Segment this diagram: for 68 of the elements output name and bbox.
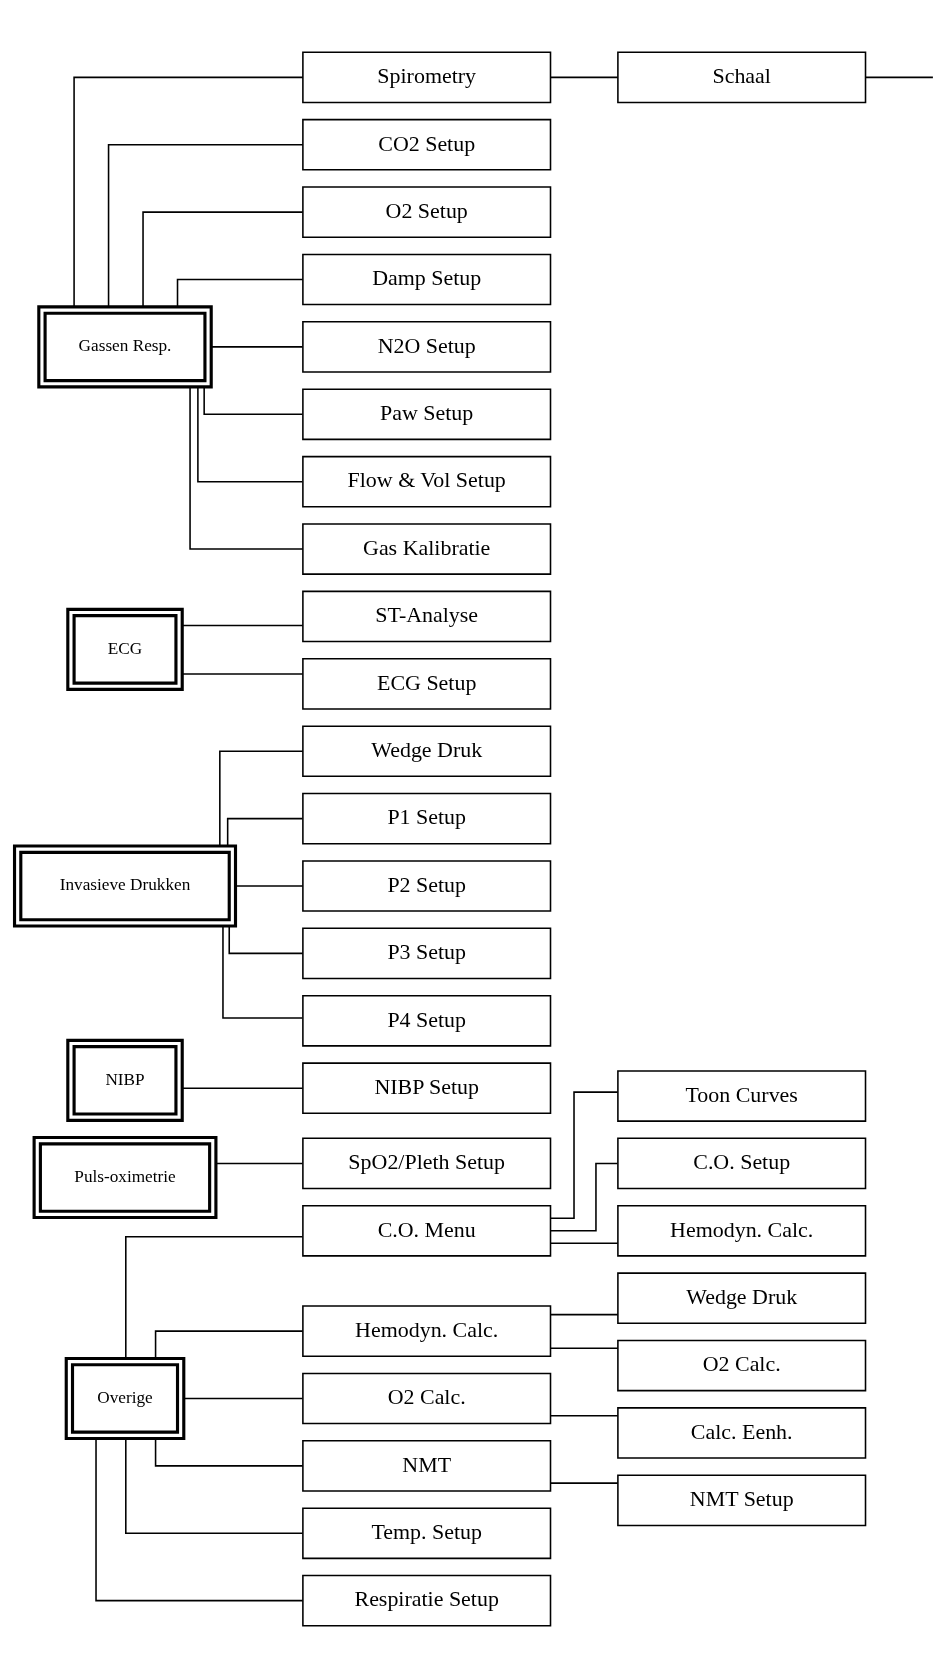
node-box: Hemodyn. Calc. bbox=[302, 1304, 552, 1357]
node-box: P2 Setup bbox=[302, 859, 552, 912]
node-box: P3 Setup bbox=[302, 927, 552, 979]
connector bbox=[549, 1313, 619, 1315]
node-box: Temp. Setup bbox=[302, 1506, 552, 1559]
connector bbox=[549, 76, 619, 78]
connector bbox=[865, 76, 934, 78]
connector bbox=[181, 1086, 304, 1089]
node-box: Puls-oximetrie bbox=[32, 1135, 218, 1219]
node-box: ECG Setup bbox=[302, 657, 552, 710]
node-box: N2O Setup bbox=[302, 320, 552, 373]
connector bbox=[219, 749, 304, 846]
connector bbox=[550, 1090, 619, 1219]
node-box: CO2 Setup bbox=[302, 118, 552, 171]
connector bbox=[226, 817, 304, 847]
node-box: NIBP bbox=[66, 1038, 184, 1122]
node-box: Overige bbox=[64, 1356, 186, 1440]
node-box: Wedge Druk bbox=[617, 1271, 867, 1324]
connector bbox=[228, 924, 304, 954]
connector bbox=[234, 884, 304, 887]
connector bbox=[197, 386, 304, 482]
node-box: ST-Analyse bbox=[302, 590, 552, 642]
node-box: Hemodyn. Calc. bbox=[617, 1204, 867, 1257]
connector bbox=[176, 278, 304, 308]
node-box: SpO2/Pleth Setup bbox=[302, 1137, 552, 1189]
node-box: Schaal bbox=[617, 51, 867, 103]
node-box: Gas Kalibratie bbox=[302, 522, 552, 575]
connector bbox=[154, 1329, 304, 1359]
connector bbox=[203, 385, 304, 415]
node-box: O2 Calc. bbox=[617, 1339, 867, 1391]
connector bbox=[549, 1481, 619, 1484]
connector bbox=[222, 925, 304, 1019]
connector bbox=[154, 1437, 304, 1467]
node-box: O2 Calc. bbox=[302, 1372, 552, 1424]
connector bbox=[549, 1242, 619, 1244]
connector bbox=[125, 1437, 304, 1534]
connector bbox=[125, 1235, 304, 1359]
connector bbox=[73, 76, 304, 307]
connector bbox=[549, 1347, 619, 1349]
node-box: C.O. Menu bbox=[302, 1204, 552, 1257]
node-box: C.O. Setup bbox=[617, 1137, 867, 1189]
connector bbox=[95, 1437, 304, 1601]
connector bbox=[181, 672, 304, 675]
node-box: NMT Setup bbox=[617, 1474, 867, 1526]
node-box: O2 Setup bbox=[302, 185, 552, 238]
node-box: Respiratie Setup bbox=[302, 1574, 552, 1626]
node-box: Invasieve Drukken bbox=[12, 844, 238, 928]
node-box: Calc. Eenh. bbox=[617, 1406, 867, 1459]
connector bbox=[142, 210, 304, 307]
node-box: Paw Setup bbox=[302, 387, 552, 440]
node-box: Wedge Druk bbox=[302, 724, 552, 777]
node-box: P1 Setup bbox=[302, 792, 552, 844]
connector bbox=[107, 143, 304, 307]
connector bbox=[189, 386, 304, 550]
node-box: ECG bbox=[66, 607, 184, 691]
connector bbox=[181, 624, 304, 626]
node-box: NIBP Setup bbox=[302, 1061, 552, 1114]
node-box: Toon Curves bbox=[617, 1069, 867, 1122]
connector bbox=[183, 1397, 304, 1399]
node-box: Gassen Resp. bbox=[37, 304, 213, 388]
connector bbox=[549, 1414, 619, 1416]
node-box: Flow & Vol Setup bbox=[302, 455, 552, 508]
node-box: P4 Setup bbox=[302, 994, 552, 1047]
node-box: NMT bbox=[302, 1439, 552, 1492]
node-box: Damp Setup bbox=[302, 253, 552, 305]
connector bbox=[215, 1162, 304, 1164]
node-box: Spirometry bbox=[302, 51, 552, 103]
connector bbox=[210, 345, 304, 348]
